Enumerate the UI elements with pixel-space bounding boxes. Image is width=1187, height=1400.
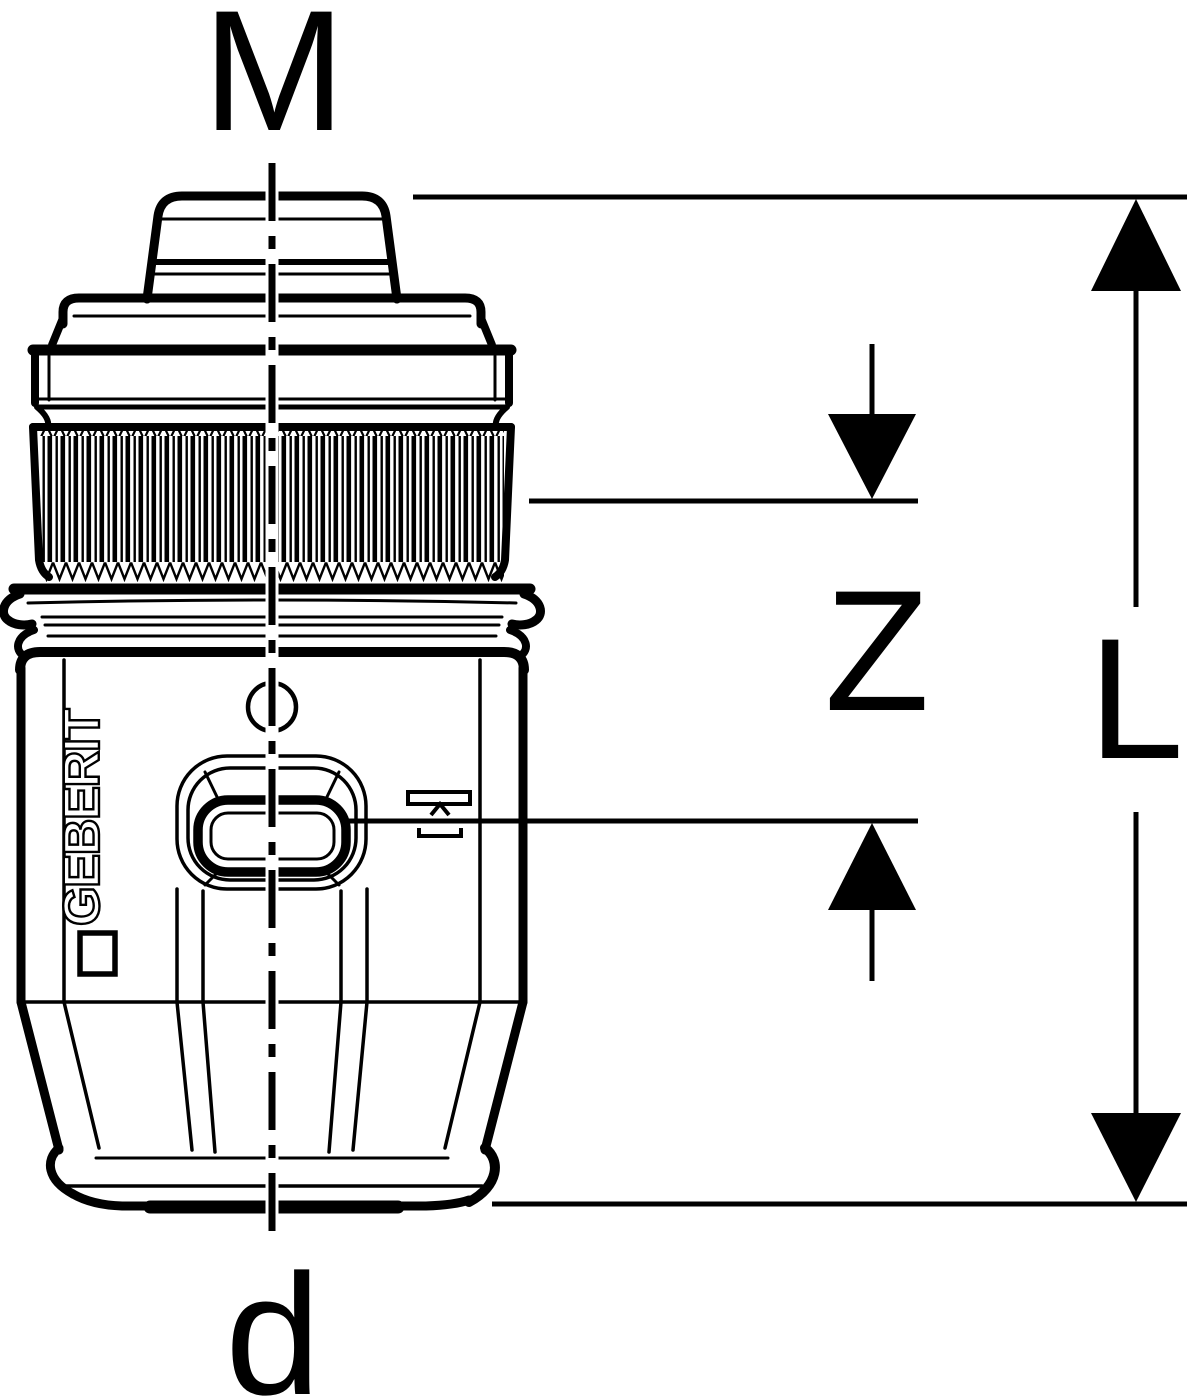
depth-marker-caret — [429, 800, 451, 817]
label-length-L: L — [1088, 603, 1184, 795]
l-arrow-up — [1091, 199, 1181, 291]
depth-marker — [406, 790, 472, 838]
brand-logo-square — [77, 930, 118, 977]
brand-marking: GEBERIT — [53, 708, 110, 926]
dimensions — [345, 194, 1187, 1207]
z-arrow-up — [828, 823, 916, 910]
dimension-Z — [345, 344, 918, 981]
depth-marker-bracket — [417, 828, 463, 838]
z-arrow-down — [828, 414, 916, 499]
label-diameter-d: d — [225, 1239, 321, 1400]
dimension-L — [413, 194, 1187, 1207]
label-thread-M: M — [202, 0, 345, 167]
l-arrow-down — [1091, 1113, 1181, 1202]
label-depth-Z: Z — [824, 555, 929, 747]
